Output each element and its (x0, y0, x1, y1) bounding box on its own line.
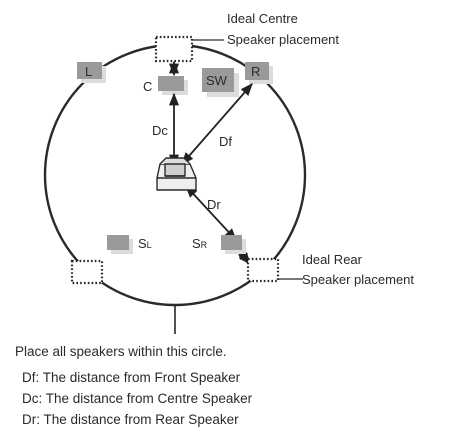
df-arrow (181, 83, 253, 165)
ideal-rear-label-line2: Speaker placement (302, 272, 414, 287)
surround-left-label: SL (138, 236, 152, 251)
ideal-rear-right-placement-box (246, 257, 280, 283)
dc-label: Dc (152, 123, 168, 138)
dr-arrow (185, 185, 237, 241)
ideal-rear-left-placement-box (70, 259, 104, 285)
right-speaker-label: R (251, 64, 260, 79)
circle-instruction: Place all speakers within this circle. (15, 344, 227, 359)
ideal-centre-label-line1: Ideal Centre (227, 11, 298, 26)
subwoofer: SW (202, 68, 239, 97)
ideal-centre-label-line2: Speaker placement (227, 32, 339, 47)
subwoofer-label: SW (206, 73, 228, 88)
left-speaker: L (77, 62, 106, 83)
right-speaker: R (245, 62, 273, 84)
listener-seat-icon (156, 157, 197, 191)
ideal-rear-label-line1: Ideal Rear (302, 252, 363, 267)
legend-dr: Dr: The distance from Rear Speaker (22, 412, 239, 427)
surround-left-speaker (107, 235, 133, 254)
surround-right-label: SR (192, 236, 208, 251)
legend-df: Df: The distance from Front Speaker (22, 370, 241, 385)
centre-speaker (158, 76, 188, 95)
left-speaker-label: L (85, 64, 92, 79)
surround-right-speaker (221, 235, 246, 254)
dr-label: Dr (207, 197, 221, 212)
centre-speaker-label: C (143, 79, 152, 94)
df-label: Df (219, 134, 232, 149)
legend-dc: Dc: The distance from Centre Speaker (22, 391, 253, 406)
ideal-centre-placement-box (154, 35, 194, 63)
